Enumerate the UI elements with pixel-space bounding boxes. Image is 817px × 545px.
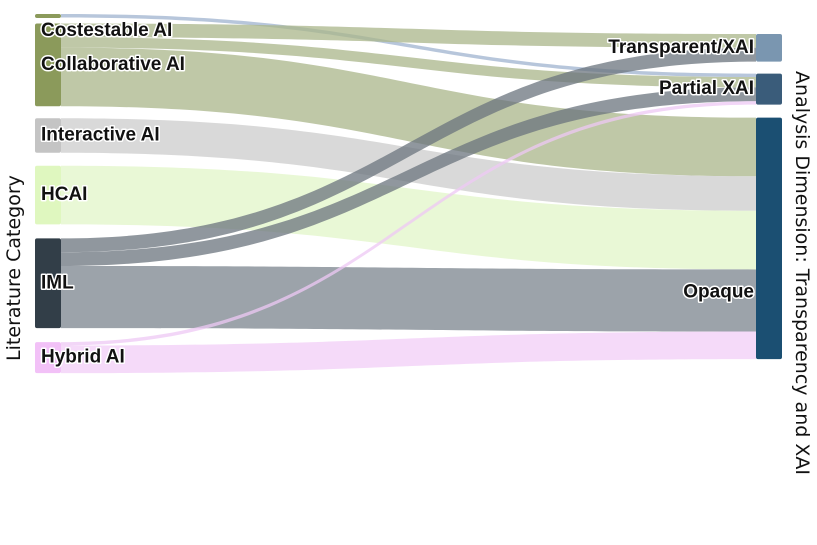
- flow-costestable-to-partial: [61, 14, 756, 78]
- flow-iml-to-partial: [61, 87, 756, 267]
- node-costestable: [35, 14, 61, 18]
- node-iml: [35, 238, 61, 329]
- flow-hybrid-to-partial: [61, 101, 756, 346]
- flow-collaborative-to-transparent: [61, 23, 756, 48]
- node-label-interactive: Interactive AI: [41, 125, 160, 146]
- flow-hybrid-to-opaque: [61, 331, 756, 374]
- flow-iml-to-transparent: [61, 47, 756, 253]
- sankey-links: [61, 14, 756, 374]
- node-hybrid: [35, 342, 61, 374]
- node-hcai: [35, 165, 61, 225]
- left-axis-title: Literature Category: [3, 175, 25, 361]
- node-label-costestable: Costestable AI: [41, 20, 172, 41]
- node-label-hybrid: Hybrid AI: [41, 347, 125, 368]
- flow-interactive-to-opaque: [61, 118, 756, 211]
- sankey-node-labels: Costestable AI Collaborative AI Interactiv…: [40, 19, 756, 370]
- node-transparent: [756, 34, 782, 62]
- sankey-nodes: [35, 14, 782, 374]
- flow-iml-to-opaque: [61, 266, 756, 332]
- node-partial: [756, 73, 782, 105]
- right-axis-title: Analysis Dimension: Transparency and XAI: [791, 71, 813, 475]
- node-label-partial: Partial XAI: [659, 78, 754, 99]
- node-label-iml: IML: [41, 272, 74, 293]
- flow-hcai-to-opaque: [61, 165, 756, 270]
- node-opaque: [756, 117, 782, 360]
- node-interactive: [35, 118, 61, 153]
- node-label-opaque: Opaque: [683, 282, 754, 303]
- flow-collaborative-to-opaque: [61, 47, 756, 177]
- node-label-collaborative: Collaborative AI: [41, 54, 185, 75]
- node-label-hcai: HCAI: [41, 184, 87, 205]
- node-collaborative: [35, 23, 61, 107]
- node-label-transparent: Transparent/XAI: [608, 37, 754, 58]
